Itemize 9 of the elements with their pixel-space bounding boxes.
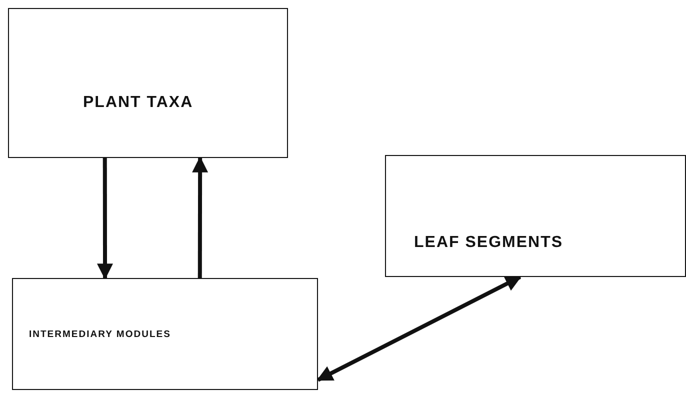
arrow [192,156,208,278]
box-label: PLANT TAXA [83,94,194,112]
box [8,8,288,158]
box [385,155,686,277]
box-label: LEAF SEGMENTS [414,234,564,252]
box-label: INTERMEDIARY MODULES [29,329,171,340]
arrow [316,275,522,382]
box [12,278,318,390]
arrow [97,158,113,280]
